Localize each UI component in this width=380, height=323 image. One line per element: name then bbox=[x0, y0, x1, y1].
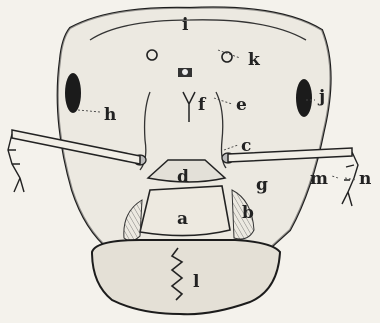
mandibles bbox=[92, 240, 280, 314]
label-h: h bbox=[104, 105, 116, 125]
label-j: j bbox=[317, 87, 325, 107]
label-g: g bbox=[256, 175, 268, 195]
compound-eye-right bbox=[296, 79, 312, 117]
label-b: b bbox=[242, 203, 254, 223]
label-l: l bbox=[193, 272, 200, 292]
label-n: n bbox=[359, 169, 371, 189]
label-e: e bbox=[236, 95, 247, 115]
label-i: i bbox=[182, 15, 189, 35]
label-m: m bbox=[310, 169, 328, 189]
label-c: c bbox=[241, 136, 251, 156]
compound-eye-left bbox=[65, 73, 81, 113]
antenna-funicle-left bbox=[8, 134, 24, 192]
label-a: a bbox=[177, 209, 188, 229]
label-k: k bbox=[248, 50, 261, 70]
label-d: d bbox=[177, 167, 189, 187]
